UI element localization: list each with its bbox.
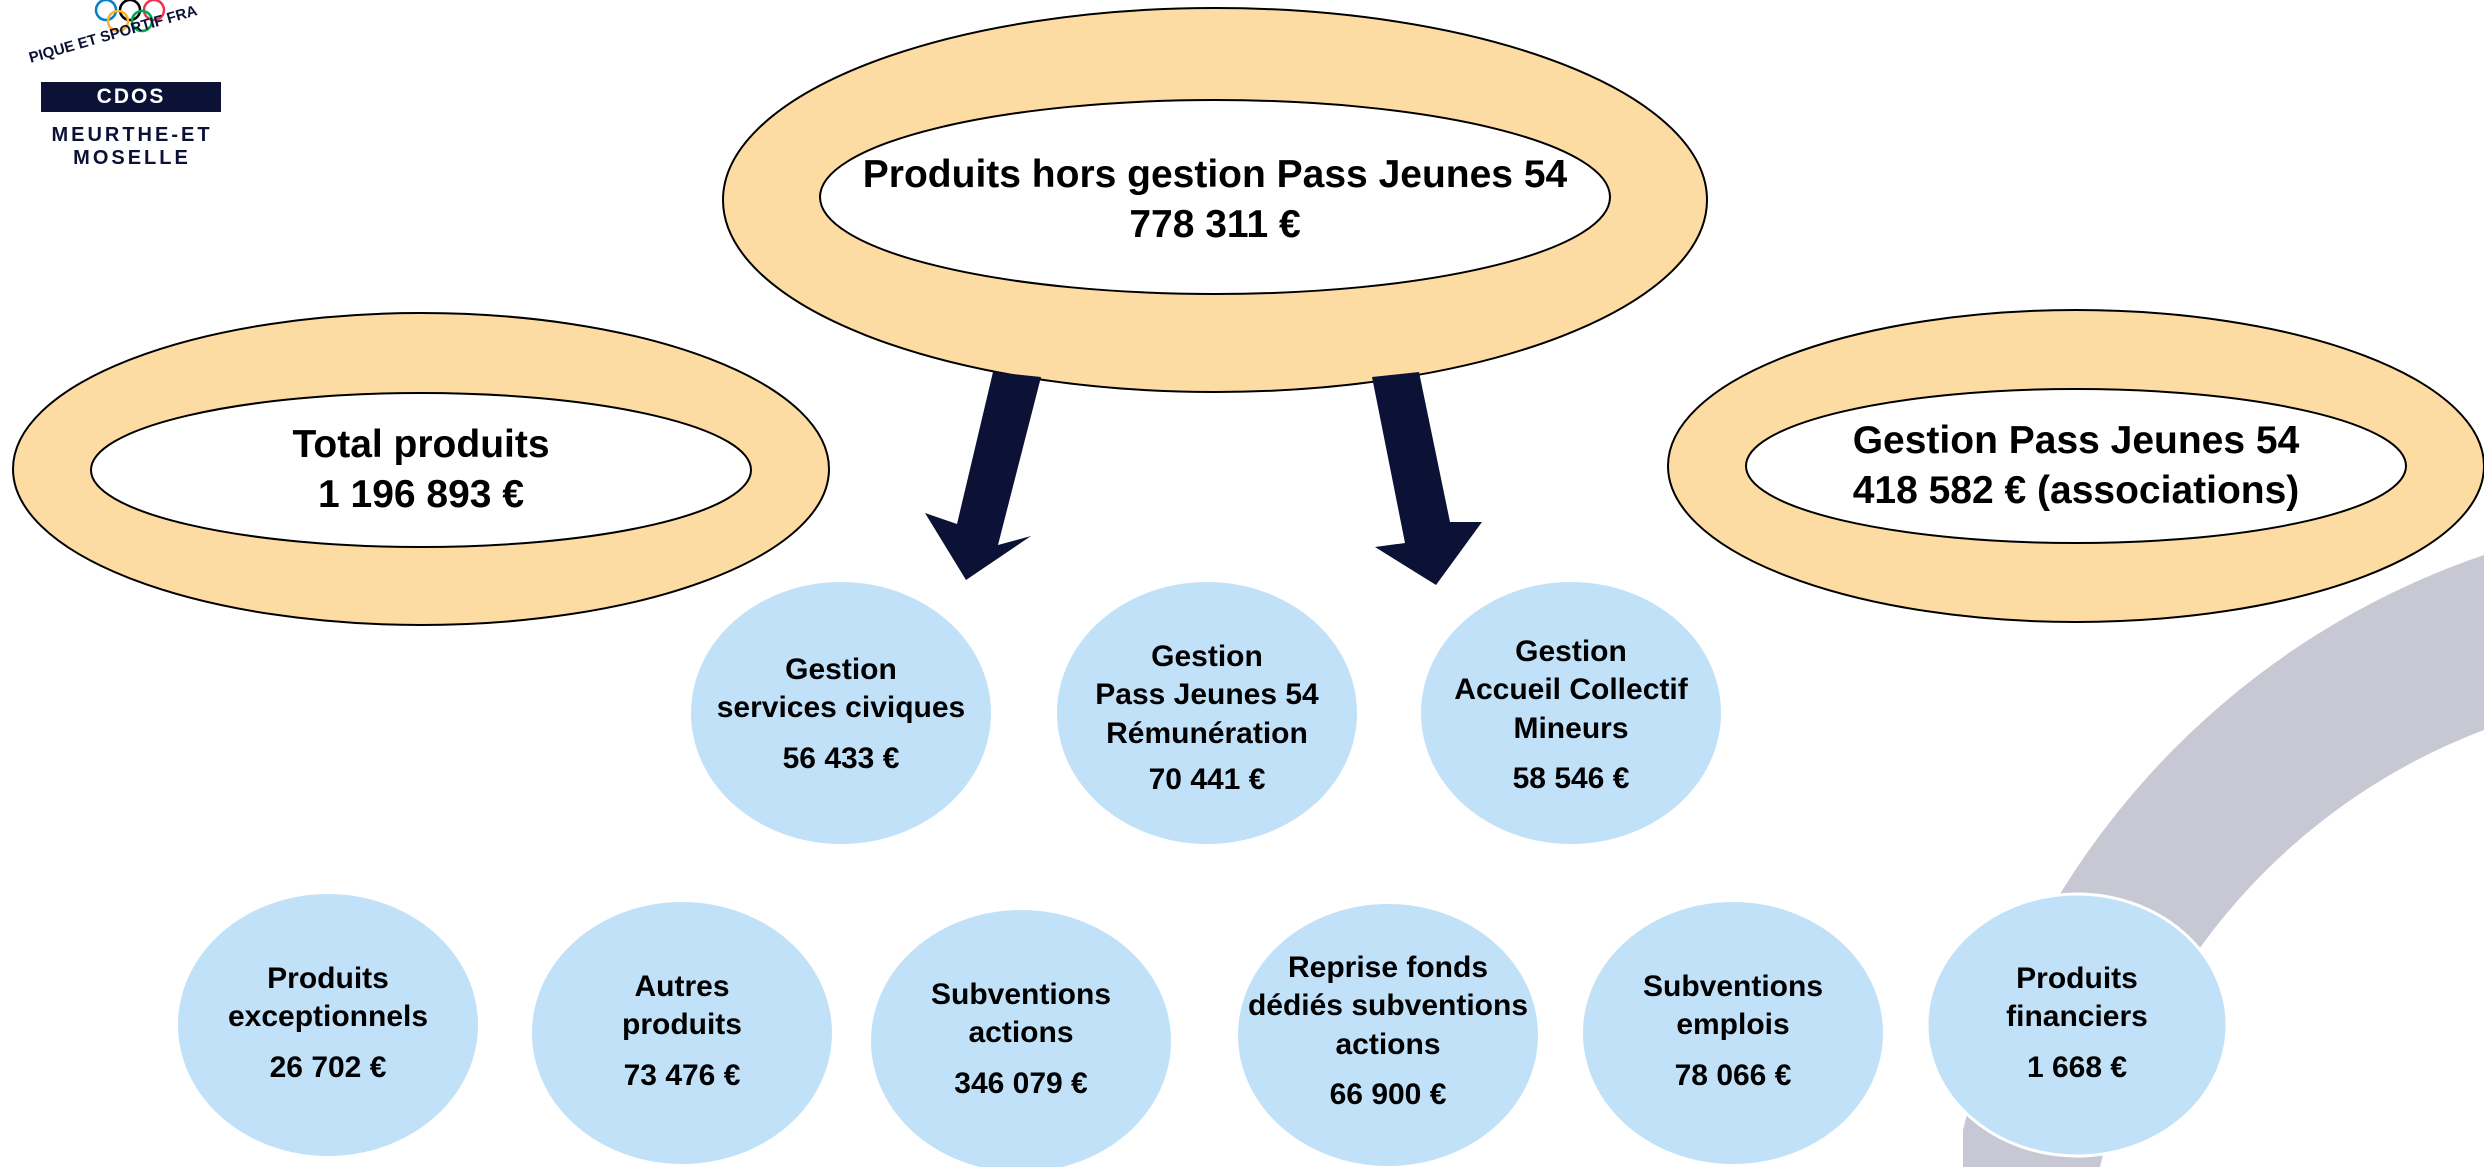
left-arrow [925, 372, 1041, 580]
total-node-inner [90, 392, 752, 548]
bubble-line: Autres [634, 970, 730, 1003]
top-node-label: Produits hors gestion Pass Jeunes 54 [862, 153, 1568, 196]
bubble-text: Reprise fonds dédiés subventions actions… [1233, 949, 1543, 1115]
total-node-label: Total produits [292, 423, 550, 466]
logo-cdos-label: CDOS [41, 82, 221, 112]
bubble-line: actions [968, 1016, 1074, 1050]
logo-region-line1: MEURTHE-ET [51, 124, 213, 146]
bubble-text: Gestion Pass Jeunes 54 Rémunération 70 4… [1067, 638, 1347, 800]
bubble-text: Gestion Accueil Collectif Mineurs 58 546… [1426, 633, 1716, 799]
bubble-text: Subventions actions 346 079 € [881, 976, 1161, 1103]
logo-region: MEURTHE-ET MOSELLE [14, 124, 250, 170]
bubble-text: Produits exceptionnels 26 702 € [188, 960, 468, 1087]
bubble-amount: 78 066 € [1674, 1058, 1792, 1092]
bubble-amount: 56 433 € [782, 741, 900, 775]
bubble-amount: 58 546 € [1512, 762, 1630, 796]
bubble-line: Gestion [1515, 635, 1627, 668]
bubble-line: Produits [267, 962, 389, 995]
total-node-text: Total produits 1 196 893 € [121, 420, 721, 520]
bubble-text: Subventions emplois 78 066 € [1593, 968, 1873, 1095]
pass-node-inner [1745, 388, 2407, 544]
bubble-services-civiques [691, 582, 991, 844]
bubble-line: produits [622, 1008, 742, 1042]
olympic-rings-icon [94, 0, 166, 33]
bubble-pass-jeunes-remuneration [1057, 582, 1357, 844]
bubble-produits-exceptionnels [178, 894, 478, 1156]
bubble-line: Pass Jeunes 54 [1095, 678, 1319, 712]
bubble-line: dédiés subventions [1247, 989, 1529, 1023]
right-arrow [1372, 372, 1482, 585]
top-node-inner [819, 99, 1611, 295]
bubble-reprise-fonds [1238, 904, 1538, 1166]
bubble-line: Rémunération [1106, 716, 1308, 750]
bubble-line: emplois [1676, 1008, 1790, 1042]
bubble-autres-produits [532, 902, 832, 1164]
bubble-text: Autres produits 73 476 € [542, 968, 822, 1095]
bubble-line: services civiques [716, 691, 966, 725]
bubble-line: financiers [2006, 1000, 2148, 1034]
top-node-text: Produits hors gestion Pass Jeunes 54 778… [820, 150, 1610, 250]
bubble-subventions-actions [871, 910, 1171, 1167]
bubble-line: Gestion [785, 653, 897, 686]
bubble-line: Accueil Collectif [1454, 673, 1688, 707]
bubble-text: Gestion services civiques 56 433 € [701, 651, 981, 778]
bubble-line: Gestion [1151, 640, 1263, 673]
logo-region-line2: MOSELLE [73, 147, 191, 169]
total-node-amount: 1 196 893 € [317, 472, 525, 516]
pass-node-label: Gestion Pass Jeunes 54 [1852, 419, 2300, 462]
bubble-amount: 66 900 € [1329, 1078, 1447, 1112]
bubble-line: Produits [2016, 962, 2138, 995]
bubble-amount: 1 668 € [2026, 1050, 2128, 1084]
pass-node-text: Gestion Pass Jeunes 54 418 582 € (associ… [1766, 416, 2386, 516]
bubble-line: Subventions [930, 978, 1111, 1011]
pass-node-amount: 418 582 € (associations) [1852, 468, 2300, 512]
bubble-line: exceptionnels [227, 1000, 429, 1034]
bubble-line: actions [1335, 1027, 1441, 1061]
bubble-line: Subventions [1642, 970, 1823, 1003]
bubble-line: Mineurs [1513, 711, 1629, 745]
top-node-amount: 778 311 € [1129, 202, 1301, 246]
bubble-accueil-collectif [1421, 582, 1721, 844]
bubble-amount: 73 476 € [623, 1058, 741, 1092]
bubble-text: Produits financiers 1 668 € [1937, 960, 2217, 1087]
bubble-subventions-emplois [1583, 902, 1883, 1164]
bubble-amount: 70 441 € [1148, 763, 1266, 797]
bubble-amount: 346 079 € [954, 1066, 1088, 1100]
bubble-amount: 26 702 € [269, 1050, 387, 1084]
bubble-produits-financiers [1925, 892, 2229, 1158]
bubble-line: Reprise fonds [1287, 951, 1489, 984]
